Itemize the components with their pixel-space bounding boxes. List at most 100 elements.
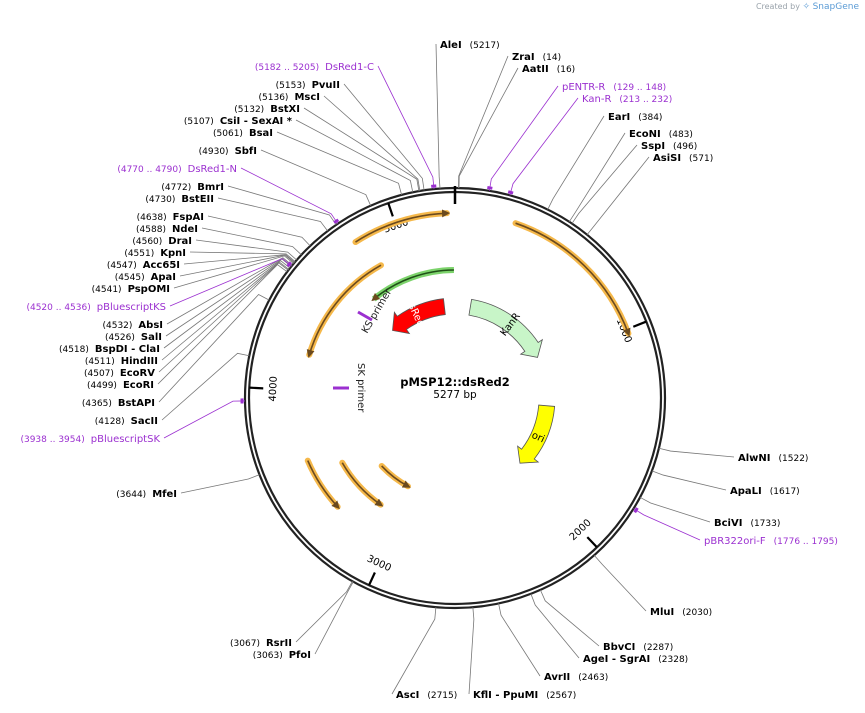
enzyme-name: Acc65I (143, 260, 180, 271)
feature-dsred2 (392, 298, 446, 335)
enzyme-leader-line (435, 43, 441, 189)
enzyme-name: BstEII (181, 194, 214, 205)
enzyme-name: CsiI - SexAI * (220, 116, 293, 127)
primer-name: DsRed1-C (325, 62, 374, 73)
enzyme-name: AsiSI (653, 153, 681, 164)
enzyme-leader-line (183, 254, 295, 265)
enzyme-label-csii-sexai: (5107) CsiI - SexAI * (184, 116, 293, 127)
enzyme-label-sali: (4526)SalI (105, 332, 162, 343)
primer-label-kan-r: Kan-R(213 .. 232) (582, 94, 672, 105)
enzyme-leader-line (458, 55, 509, 189)
tick-mark-5000 (387, 202, 394, 217)
tick-mark-3000 (368, 572, 376, 586)
enzyme-leader-line (593, 554, 647, 612)
orange-feature-arc-bg (304, 457, 341, 510)
enzyme-name: EcoNI (629, 129, 661, 140)
primer-name: pBluescriptKS (97, 302, 166, 313)
enzyme-leader-line (157, 264, 288, 385)
enzyme-label-bsteii: (4730)BstEII (145, 194, 214, 205)
enzyme-leader-line (568, 132, 626, 222)
primer-name: pBR322ori-F (704, 536, 766, 547)
enzyme-label-rsrii: (3067) RsrII (230, 638, 292, 649)
enzyme-name: EarI (608, 112, 630, 123)
enzyme-position: (5132) (234, 105, 264, 115)
enzyme-name: BbvCI (603, 642, 635, 653)
enzyme-position: (496) (673, 142, 697, 152)
enzyme-position: (4518) (59, 345, 89, 355)
watermark-brand: SnapGene (812, 2, 859, 12)
enzyme-position: (4532) (102, 321, 132, 331)
enzyme-position: (2328) (658, 655, 688, 665)
enzyme-name: AbsI (138, 320, 163, 331)
primer-site-mark (507, 190, 514, 195)
enzyme-name: ApaLI (730, 486, 762, 497)
enzyme-name: MluI (650, 607, 674, 618)
enzyme-leader-line (391, 607, 437, 695)
snapgene-logo-icon: ✧ (802, 2, 811, 12)
primer-name: DsRed1-N (188, 164, 237, 175)
enzyme-leader-line (189, 251, 296, 262)
enzyme-leader-line (158, 294, 270, 403)
enzyme-label-eari: EarI(384) (608, 112, 662, 123)
enzyme-name: SbfI (235, 146, 257, 157)
enzyme-name: BciVI (714, 518, 742, 529)
enzyme-label-pspomi: (4541)PspOMI (92, 284, 170, 295)
tick-mark-1000 (632, 320, 647, 328)
enzyme-position: (5217) (470, 41, 500, 51)
enzyme-position: (3067) (230, 639, 260, 649)
enzyme-name: AgeI - SgrAI (583, 654, 650, 665)
enzyme-label-agei-sgrai: AgeI - SgrAI (2328) (583, 654, 688, 665)
enzyme-position: (4541) (92, 285, 122, 295)
enzyme-position: (4499) (87, 381, 117, 391)
enzyme-label-sacii: (4128)SacII (95, 416, 158, 427)
enzyme-position: (2030) (682, 608, 712, 618)
enzyme-leader-line (651, 470, 727, 491)
enzyme-position: (4772) (161, 183, 191, 193)
enzyme-label-absi: (4532) AbsI (102, 320, 163, 331)
enzyme-leader-line (227, 185, 337, 226)
enzyme-name: RsrII (266, 638, 292, 649)
enzyme-position: (5107) (184, 117, 214, 127)
primer-position: (4520 .. 4536) (26, 303, 90, 313)
enzyme-name: FspAI (173, 212, 204, 223)
enzyme-leader-line (201, 227, 302, 256)
enzyme-name: AatII (522, 64, 549, 75)
orange-feature-arc-bg (306, 262, 385, 358)
enzyme-position: (16) (557, 65, 575, 75)
enzyme-label-pfoi: (3063)PfoI (253, 650, 311, 661)
enzyme-position: (1733) (750, 519, 780, 529)
enzyme-leader-line (276, 131, 402, 196)
site-labels: AleI(5217)ZraI(14)AatII(16)(5153)PvuII(5… (20, 40, 837, 701)
primer-position: (213 .. 232) (619, 95, 672, 105)
feature-kanr (468, 298, 544, 358)
enzyme-label-kpni: (4551)KpnI (124, 248, 186, 259)
enzyme-position: (2715) (427, 691, 457, 701)
primer-site-mark (487, 185, 493, 190)
enzyme-label-zrai: ZraI(14) (512, 52, 561, 63)
green-feature-arc (371, 269, 454, 302)
plasmid-name: pMSP12::dsRed2 (400, 375, 510, 389)
enzyme-leader-line (323, 95, 421, 192)
enzyme-position: (4507) (84, 369, 114, 379)
feature-label-ori: ori (530, 430, 546, 445)
enzyme-name: BsaI (249, 128, 273, 139)
enzyme-position: (1617) (770, 487, 800, 497)
enzyme-label-ecorv: (4507)EcoRV (84, 368, 155, 379)
tick-label-4000: 4000 (268, 376, 280, 402)
enzyme-position: (4638) (137, 213, 167, 223)
enzyme-position: (4365) (82, 399, 112, 409)
enzyme-name: AscI (396, 690, 419, 701)
enzyme-leader-line (343, 83, 425, 191)
tick-label-3000: 3000 (365, 554, 393, 575)
enzyme-name: BspDI - ClaI (95, 344, 160, 355)
enzyme-position: (4560) (132, 237, 162, 247)
enzyme-name: MfeI (152, 489, 177, 500)
enzyme-leader-line (195, 239, 297, 261)
enzyme-leader-line (180, 474, 260, 494)
enzyme-leader-line (658, 447, 735, 458)
enzyme-position: (4588) (136, 225, 166, 235)
primer-label-pbluescriptks: (4520 .. 4536) pBluescriptKS (26, 302, 166, 313)
primer-label-pentr-r: pENTR-R(129 .. 148) (562, 82, 666, 93)
enzyme-name: AvrII (544, 672, 570, 683)
enzyme-name: ZraI (512, 52, 535, 63)
